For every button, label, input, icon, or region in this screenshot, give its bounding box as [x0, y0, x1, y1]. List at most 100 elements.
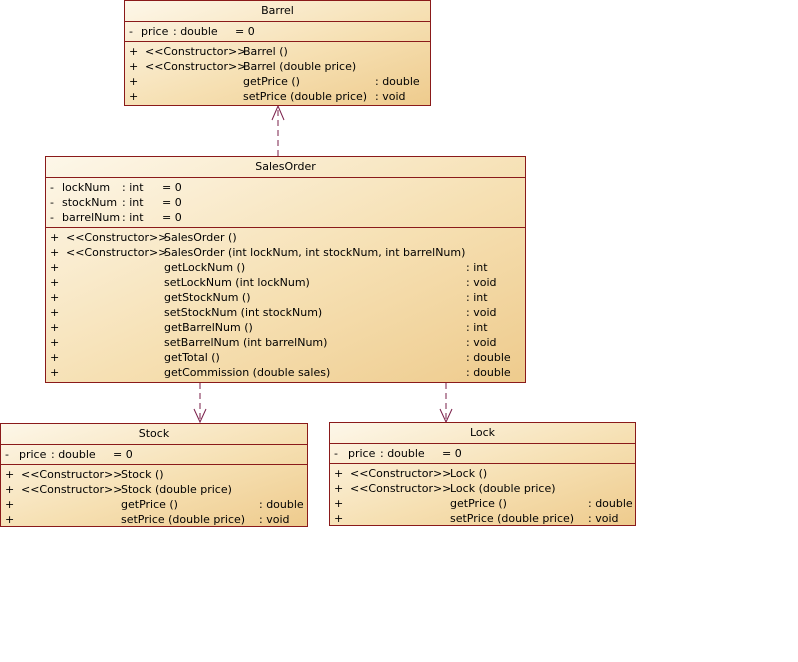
method-return-type: : void	[466, 306, 497, 319]
method-stereotype: <<Constructor>>	[66, 246, 168, 259]
class-lock[interactable]: Lock -price: double= 0 +<<Constructor>>L…	[329, 422, 636, 526]
method-signature: getLockNum ()	[164, 261, 246, 274]
class-stock[interactable]: Stock -price : double = 0 + <<Constructor>>…	[0, 423, 308, 527]
method-signature: setStockNum (int stockNum)	[164, 306, 323, 319]
visibility-marker: +	[129, 75, 139, 88]
method-signature: Stock ()	[121, 468, 164, 481]
method-signature: Stock (double price)	[121, 483, 232, 496]
visibility-marker: +	[50, 246, 60, 259]
attribute-row: -price: double= 0	[125, 24, 430, 39]
class-salesorder[interactable]: SalesOrder -lockNum: int= 0-stockNum: in…	[45, 156, 526, 383]
visibility-marker: -	[5, 448, 9, 461]
method-return-type: : int	[466, 261, 488, 274]
method-return-type: : double	[588, 497, 633, 510]
method-row: +<<Constructor>>Lock ()	[330, 466, 635, 481]
method-signature: getPrice ()	[121, 498, 178, 511]
method-stereotype: <<Constructor>>	[145, 60, 247, 73]
visibility-marker: -	[334, 447, 338, 460]
methods-section: +<<Constructor>>Stock ()+<<Constructor>>…	[1, 465, 307, 529]
visibility-marker: +	[129, 45, 139, 58]
method-row: + <<Constructor>>Stock (double price)	[1, 482, 307, 497]
method-row: + getLockNum () : int	[46, 260, 525, 275]
visibility-marker: +	[50, 306, 60, 319]
method-row: +getStockNum (): int	[46, 290, 525, 305]
attribute-type: : double	[51, 448, 96, 461]
method-stereotype: <<Constructor>>	[350, 467, 452, 480]
attribute-name: stockNum	[62, 196, 118, 209]
method-return-type: : double	[466, 366, 511, 379]
method-stereotype: <<Constructor>>	[66, 231, 168, 244]
method-signature: Barrel (double price)	[243, 60, 357, 73]
visibility-marker: -	[50, 211, 54, 224]
method-row: + setStockNum (int stockNum) : void	[46, 305, 525, 320]
method-return-type: : void	[588, 512, 619, 525]
method-row: +setPrice (double price): void	[330, 511, 635, 526]
visibility-marker: +	[5, 513, 15, 526]
class-name: Stock	[1, 424, 307, 445]
visibility-marker: +	[50, 231, 60, 244]
method-signature: getCommission (double sales)	[164, 366, 331, 379]
visibility-marker: -	[50, 196, 54, 209]
attribute-type: : int	[122, 196, 144, 209]
method-stereotype: <<Constructor>>	[145, 45, 247, 58]
method-return-type: : int	[466, 321, 488, 334]
attribute-initial-value: = 0	[162, 211, 182, 224]
attribute-name: barrelNum	[62, 211, 121, 224]
visibility-marker: +	[50, 336, 60, 349]
arrow-salesorder-to-barrel	[271, 104, 285, 156]
attribute-row: -stockNum: int= 0	[46, 195, 525, 210]
visibility-marker: +	[5, 468, 15, 481]
method-signature: setPrice (double price)	[243, 90, 368, 103]
methods-section: +<<Constructor>>Lock ()+<<Constructor>>L…	[330, 464, 635, 528]
visibility-marker: +	[50, 261, 60, 274]
method-signature: Barrel ()	[243, 45, 288, 58]
method-signature: setPrice (double price)	[450, 512, 575, 525]
visibility-marker: -	[50, 181, 54, 194]
attribute-initial-value: = 0	[162, 181, 182, 194]
class-name: Barrel	[125, 1, 430, 22]
class-barrel[interactable]: Barrel -price: double= 0 +<<Constructor>…	[124, 0, 431, 106]
method-row: + getCommission (double sales) : double	[46, 365, 525, 380]
method-return-type: : double	[259, 498, 304, 511]
method-signature: getTotal ()	[164, 351, 220, 364]
visibility-marker: +	[50, 276, 60, 289]
method-signature: setLockNum (int lockNum)	[164, 276, 310, 289]
attributes-section: -lockNum: int= 0-stockNum: int= 0-barrel…	[46, 178, 525, 228]
attribute-row: -price : double = 0	[1, 447, 307, 462]
method-return-type: : void	[466, 276, 497, 289]
visibility-marker: +	[50, 366, 60, 379]
method-row: + setBarrelNum (int barrelNum) : void	[46, 335, 525, 350]
attribute-type: : double	[380, 447, 425, 460]
method-stereotype: <<Constructor>>	[21, 483, 123, 496]
method-signature: SalesOrder ()	[164, 231, 237, 244]
method-return-type: : void	[466, 336, 497, 349]
method-row: +getPrice (): double	[125, 74, 430, 89]
method-return-type: : void	[259, 513, 290, 526]
method-signature: getPrice ()	[450, 497, 507, 510]
method-row: +setPrice (double price): void	[1, 512, 307, 527]
method-stereotype: <<Constructor>>	[21, 468, 123, 481]
visibility-marker: -	[129, 25, 133, 38]
visibility-marker: +	[50, 321, 60, 334]
method-row: + <<Constructor>>SalesOrder ()	[46, 230, 525, 245]
methods-section: +<<Constructor>>Barrel ()+<<Constructor>…	[125, 42, 430, 106]
visibility-marker: +	[334, 497, 344, 510]
visibility-marker: +	[129, 90, 139, 103]
method-signature: getBarrelNum ()	[164, 321, 253, 334]
method-row: +<<Constructor>>Lock (double price)	[330, 481, 635, 496]
attributes-section: -price : double = 0	[1, 445, 307, 465]
method-signature: setBarrelNum (int barrelNum)	[164, 336, 328, 349]
method-row: +<<Constructor>>Barrel (double price)	[125, 59, 430, 74]
attribute-initial-value: = 0	[442, 447, 462, 460]
visibility-marker: +	[5, 498, 15, 511]
arrow-salesorder-to-lock	[439, 383, 453, 424]
attribute-name: price	[141, 25, 169, 38]
attribute-name: lockNum	[62, 181, 111, 194]
method-signature: getPrice ()	[243, 75, 300, 88]
method-stereotype: <<Constructor>>	[350, 482, 452, 495]
visibility-marker: +	[5, 483, 15, 496]
method-row: + getBarrelNum () : int	[46, 320, 525, 335]
attribute-initial-value: = 0	[113, 448, 133, 461]
attribute-name: price	[19, 448, 47, 461]
